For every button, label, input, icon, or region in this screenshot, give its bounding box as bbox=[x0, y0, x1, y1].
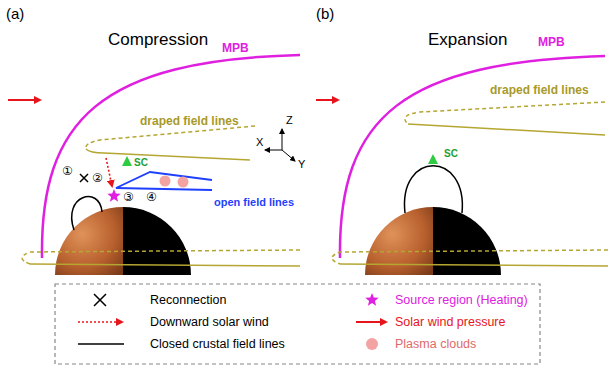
callout-number: ③ bbox=[123, 191, 134, 205]
legend-dotted-sample bbox=[78, 321, 122, 323]
axis-label: X bbox=[256, 136, 263, 149]
callout-number: ② bbox=[92, 172, 103, 186]
spacecraft-marker bbox=[428, 154, 438, 164]
solar-wind-arrow bbox=[8, 99, 40, 101]
legend-text: Plasma clouds bbox=[395, 337, 476, 351]
solar-wind-arrow bbox=[316, 99, 338, 101]
draped-line-dashed bbox=[22, 250, 300, 264]
panel-letter: (a) bbox=[6, 5, 24, 22]
reconnection-symbol bbox=[80, 174, 88, 182]
legend-text: Downward solar wind bbox=[150, 315, 269, 329]
axis-y bbox=[282, 150, 295, 161]
legend-text: Source region (Heating) bbox=[395, 293, 528, 307]
legend-reconnection-sample bbox=[94, 294, 106, 306]
draped-line bbox=[30, 264, 300, 266]
boundary-label: MPB bbox=[222, 42, 249, 56]
draped-line-dashed bbox=[405, 102, 605, 124]
legend-swatch bbox=[366, 338, 378, 350]
axis-x bbox=[265, 150, 282, 151]
closed-crustal-field-line bbox=[72, 197, 102, 230]
field-line-label: open field lines bbox=[214, 196, 294, 209]
plasma-cloud bbox=[178, 177, 189, 188]
mpb-boundary bbox=[42, 55, 300, 258]
draped-line-dashed bbox=[332, 250, 608, 264]
draped-line-dashed bbox=[86, 126, 255, 149]
callout-number: ① bbox=[62, 165, 73, 179]
field-line-label: draped field lines bbox=[140, 115, 239, 129]
open-field-lines bbox=[116, 172, 212, 190]
panel-letter: (b) bbox=[316, 5, 334, 22]
callout-number: ④ bbox=[146, 191, 157, 205]
legend-line-sample bbox=[78, 343, 124, 345]
panel-title: Expansion bbox=[428, 30, 507, 50]
closed-crustal-field-line bbox=[405, 166, 463, 213]
axis-label: Z bbox=[286, 114, 293, 127]
legend-box bbox=[55, 284, 540, 364]
mpb-boundary bbox=[340, 56, 605, 258]
draped-line bbox=[408, 124, 605, 135]
spacecraft-label: SC bbox=[134, 157, 148, 169]
spacecraft-label: SC bbox=[444, 148, 458, 160]
axis-z bbox=[282, 129, 283, 150]
source-region-star bbox=[107, 189, 120, 202]
spacecraft-marker bbox=[122, 156, 132, 166]
legend-star-sample bbox=[365, 293, 378, 306]
boundary-label: MPB bbox=[538, 36, 565, 50]
panel-title: Compression bbox=[108, 30, 208, 50]
field-line-label: draped field lines bbox=[490, 84, 589, 98]
plasma-cloud bbox=[160, 176, 171, 187]
downward-solar-wind bbox=[106, 158, 112, 186]
legend-text: Reconnection bbox=[150, 293, 226, 307]
draped-line bbox=[86, 149, 250, 160]
legend-arrow-sample bbox=[356, 321, 386, 323]
axis-label: Y bbox=[298, 158, 305, 171]
draped-line bbox=[340, 264, 608, 266]
legend-text: Closed crustal field lines bbox=[150, 337, 285, 351]
legend-text: Solar wind pressure bbox=[395, 315, 505, 329]
